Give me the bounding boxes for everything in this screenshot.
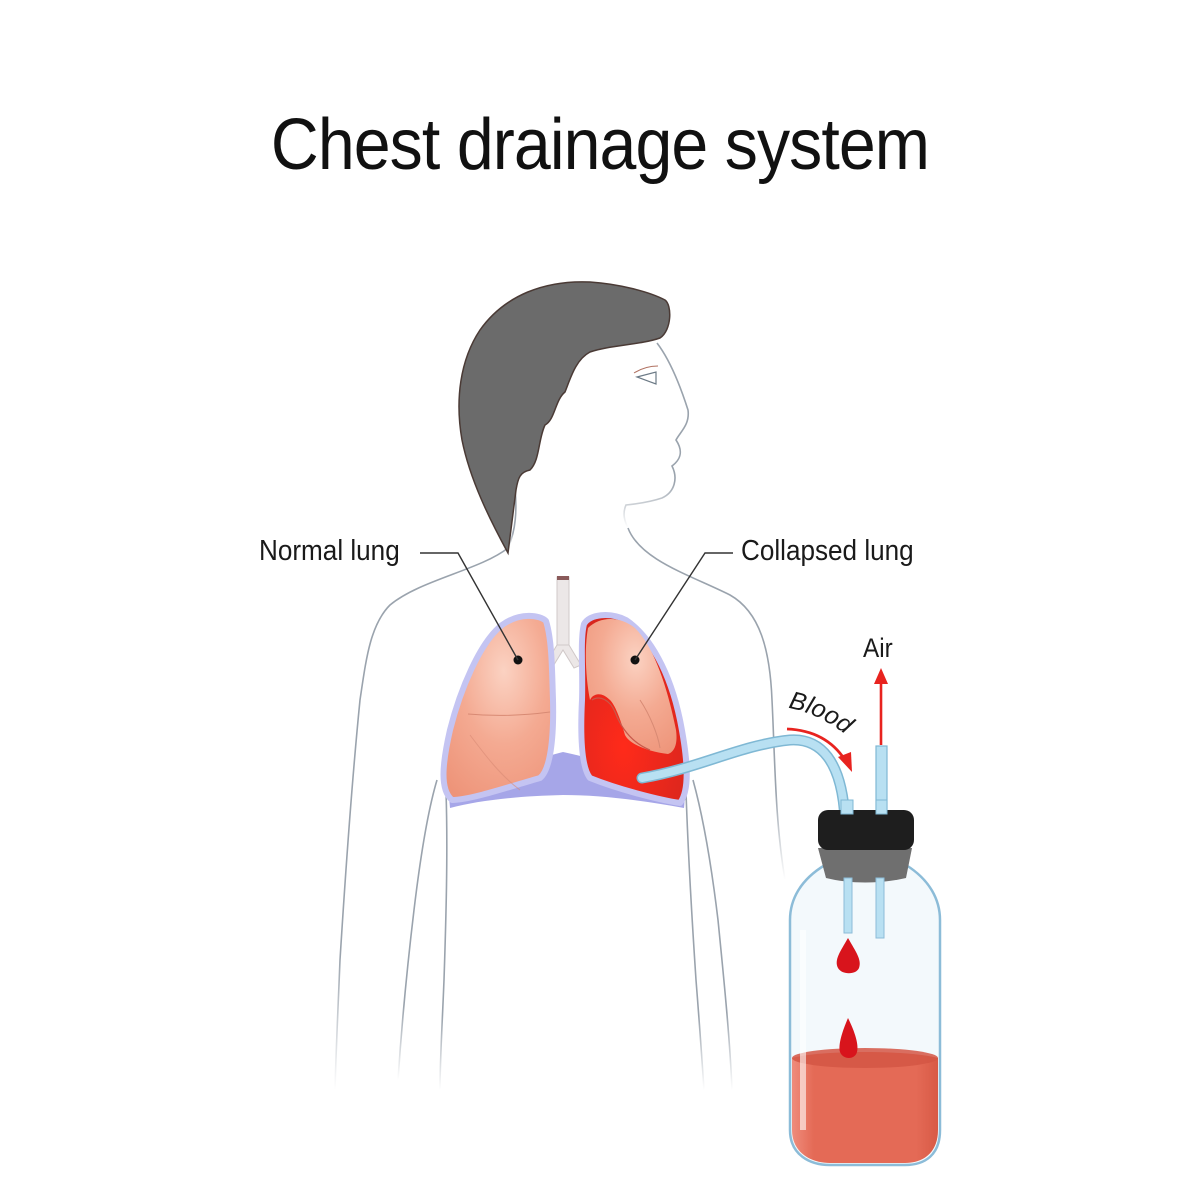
- hair: [458, 281, 671, 556]
- body-outline: [334, 342, 786, 1091]
- blood-drop-splash: [839, 1018, 858, 1058]
- diaphragm: [448, 752, 686, 808]
- diagram-title: Chest drainage system: [270, 105, 930, 185]
- drained-fluid: [792, 1052, 938, 1163]
- normal-lung-leader: [420, 552, 519, 661]
- collapsed-lung: [578, 612, 690, 806]
- collapsed-lung-leader: [634, 552, 733, 661]
- air-label: Air: [863, 633, 893, 663]
- normal-lung-label: Normal lung: [259, 535, 400, 567]
- normal-lung: [440, 612, 557, 803]
- collapsed-lung-label: Collapsed lung: [741, 535, 914, 567]
- blood-label: Blood: [787, 686, 860, 740]
- blood-arrow: [786, 727, 847, 761]
- collection-bottle: [788, 799, 942, 1167]
- eye: [635, 371, 657, 385]
- bottle-cap: [818, 810, 914, 850]
- trachea: [544, 576, 582, 669]
- blood-drop: [836, 938, 860, 974]
